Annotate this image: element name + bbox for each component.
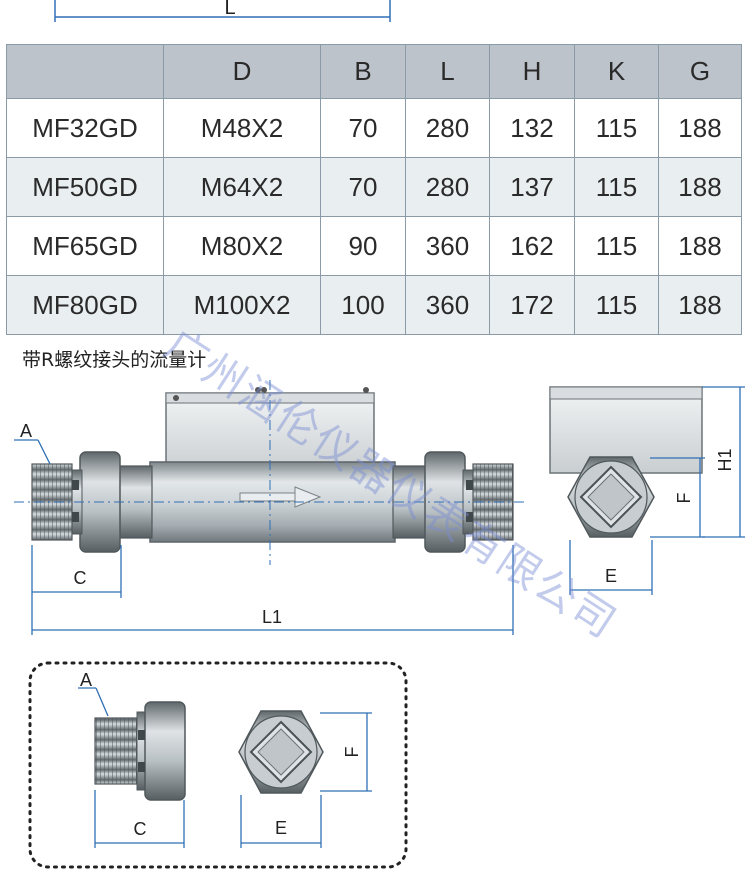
table-cell: 90 — [320, 216, 406, 276]
table-cell: 172 — [489, 275, 575, 335]
table-row: MF65GD M80X2 90 360 162 115 188 — [6, 216, 742, 276]
table-cell: 188 — [658, 157, 742, 217]
l1-dimension — [32, 545, 514, 635]
inset-e-label: E — [275, 818, 287, 838]
h1-label: H1 — [715, 448, 735, 471]
table-cell: 115 — [574, 157, 659, 217]
diagram-caption: 带R螺纹接头的流量计 — [22, 349, 207, 371]
table-cell: 70 — [320, 98, 406, 158]
table-cell: 280 — [405, 157, 490, 217]
header-b: B — [320, 44, 406, 99]
table-cell: 115 — [574, 275, 659, 335]
top-l-label: L — [224, 0, 235, 19]
f-label-side: F — [674, 493, 694, 504]
header-k: K — [574, 44, 659, 99]
flowmeter-side-view — [14, 380, 525, 565]
header-l: L — [405, 44, 490, 99]
table-cell: 188 — [658, 216, 742, 276]
table-cell: M100X2 — [163, 275, 321, 335]
table-header-row: D B L H K G — [6, 44, 742, 99]
e-label-side: E — [605, 566, 617, 586]
table-cell: 188 — [658, 98, 742, 158]
c-dimension — [31, 545, 122, 635]
end-view-dimensions — [569, 386, 745, 595]
table-cell: 115 — [574, 98, 659, 158]
top-l-dimension — [54, 0, 391, 22]
table-cell: MF32GD — [6, 98, 164, 158]
inset-hex-nut — [238, 710, 324, 794]
c-label: C — [74, 568, 87, 588]
table-cell: M80X2 — [163, 216, 321, 276]
inset-a-leader — [78, 687, 109, 717]
spec-table: D B L H K G MF32GD M48X2 70 280 132 115 … — [6, 44, 742, 335]
table-cell: 360 — [405, 216, 490, 276]
a-leader — [14, 439, 51, 465]
table-cell: M48X2 — [163, 98, 321, 158]
inset-frame — [28, 661, 408, 869]
table-row: MF80GD M100X2 100 360 172 115 188 — [6, 275, 742, 335]
table-cell: 360 — [405, 275, 490, 335]
a-label: A — [20, 421, 32, 441]
table-cell: MF50GD — [6, 157, 164, 217]
table-cell: 70 — [320, 157, 406, 217]
header-d: D — [163, 44, 321, 99]
inset-c-dimension — [94, 790, 185, 848]
table-cell: 100 — [320, 275, 406, 335]
table-cell: MF65GD — [6, 216, 164, 276]
inset-a-label: A — [80, 670, 92, 690]
l1-label: L1 — [262, 607, 282, 627]
header-model — [6, 44, 164, 99]
table-cell: M64X2 — [163, 157, 321, 217]
table-cell: 162 — [489, 216, 575, 276]
flowmeter-end-view — [549, 386, 703, 538]
header-g: G — [658, 44, 742, 99]
table-row: MF32GD M48X2 70 280 132 115 188 — [6, 98, 742, 158]
header-h: H — [489, 44, 575, 99]
inset-c-label: C — [134, 819, 147, 839]
table-cell: 115 — [574, 216, 659, 276]
inset-f-label: F — [342, 747, 362, 758]
table-cell: 137 — [489, 157, 575, 217]
table-cell: 188 — [658, 275, 742, 335]
table-cell: 132 — [489, 98, 575, 158]
inset-fitting-side — [94, 701, 186, 801]
table-cell: 280 — [405, 98, 490, 158]
inset-hex-dimensions — [240, 712, 372, 848]
table-row: MF50GD M64X2 70 280 137 115 188 — [6, 157, 742, 217]
table-cell: MF80GD — [6, 275, 164, 335]
